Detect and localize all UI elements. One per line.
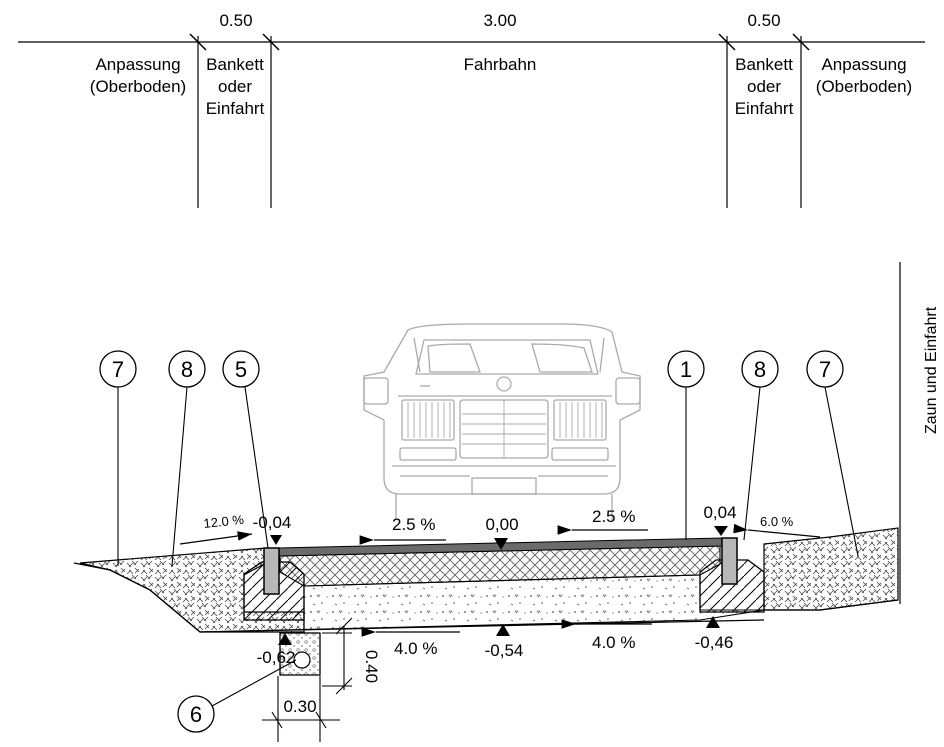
drain-width: 0.30 [283, 697, 316, 716]
dim-bankett-right: 0.50 [747, 11, 780, 30]
zone-anpassung-right-line2: (Oberboden) [816, 77, 912, 96]
slope-base-right: 4.0 % [592, 633, 635, 652]
elev-base-right: -0,46 [695, 633, 734, 652]
side-label-zaun: Zaun und Einfahrt [923, 306, 940, 434]
zone-fahrbahn: Fahrbahn [464, 55, 537, 74]
zone-bankett-right-line3: Einfahrt [735, 99, 794, 118]
elev-center: 0,00 [485, 515, 518, 534]
slope-left-embankment: 12.0 % [203, 512, 245, 531]
zone-bankett-left-line3: Einfahrt [206, 99, 265, 118]
header-dimension-line: 0.50 3.00 0.50 Anpassung (Oberboden) Ban… [18, 11, 925, 208]
zone-anpassung-right-line1: Anpassung [821, 55, 906, 74]
zone-anpassung-left-line2: (Oberboden) [90, 77, 186, 96]
drain-pipe [293, 651, 311, 669]
slope-base-left: 4.0 % [394, 639, 437, 658]
ground-section [73, 527, 899, 676]
elev-left-edge: -0,04 [253, 513, 292, 532]
callout-1: 1 [680, 357, 692, 382]
elev-drain: -0,62 [257, 648, 296, 667]
callout-6: 6 [190, 702, 202, 727]
slope-road-right: 2.5 % [592, 507, 635, 526]
car-illustration [363, 323, 641, 520]
elevation-markers [270, 526, 728, 645]
zone-bankett-right-line1: Bankett [735, 55, 793, 74]
slope-road-left: 2.5 % [392, 515, 435, 534]
callout-5: 5 [235, 357, 247, 382]
zone-bankett-left-line2: oder [218, 77, 252, 96]
zone-anpassung-left-line1: Anpassung [95, 55, 180, 74]
callout-7-right: 7 [819, 357, 831, 382]
drain-dimensions [262, 617, 353, 742]
callout-8-right: 8 [754, 357, 766, 382]
drain-height: 0.40 [362, 650, 381, 683]
curb-right [721, 537, 738, 585]
zone-bankett-right-line2: oder [747, 77, 781, 96]
callout-leaders [117, 386, 859, 707]
callout-7-left: 7 [112, 357, 124, 382]
elev-base-center: -0,54 [485, 641, 524, 660]
callout-8-left: 8 [181, 357, 193, 382]
zone-bankett-left-line1: Bankett [206, 55, 264, 74]
dim-fahrbahn: 3.00 [483, 11, 516, 30]
callouts [99, 350, 844, 733]
slope-right-embankment: 6.0 % [760, 514, 794, 529]
elev-right-edge: 0,04 [703, 503, 736, 522]
dim-bankett-left: 0.50 [219, 11, 252, 30]
curb-left [263, 547, 280, 595]
slope-arrows [179, 523, 821, 637]
